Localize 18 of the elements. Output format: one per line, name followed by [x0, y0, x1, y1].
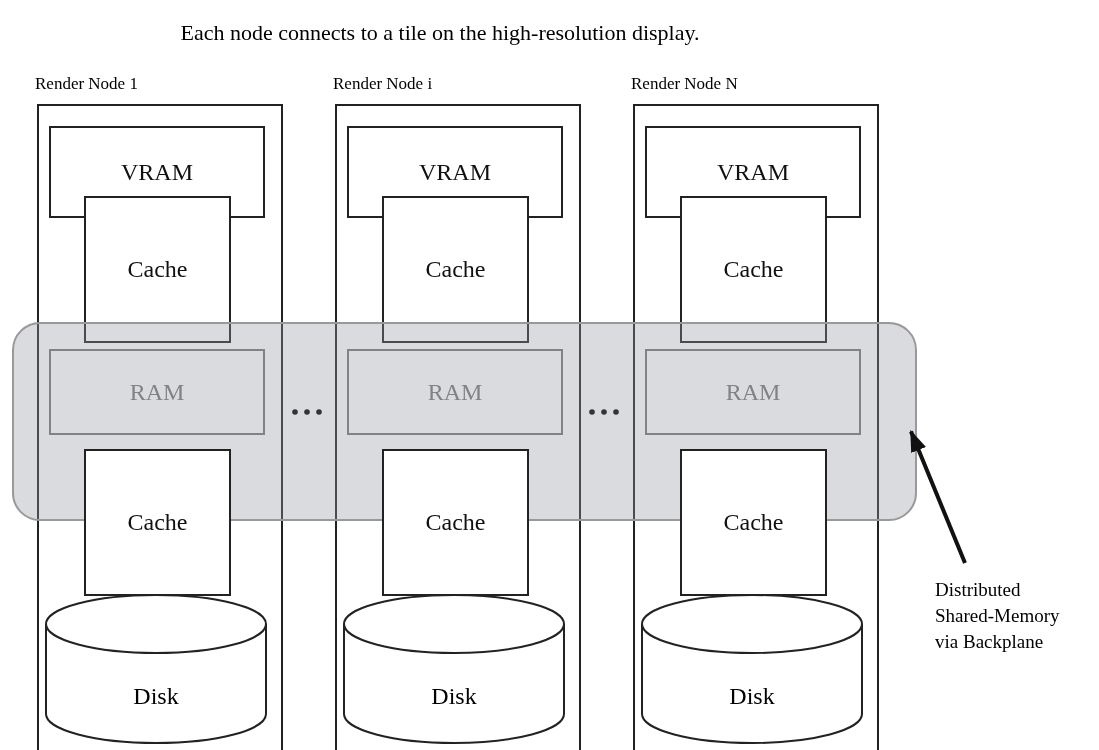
- disk-label: Disk: [430, 683, 478, 710]
- memory-box: RAM: [347, 349, 563, 435]
- memory-box: RAM: [49, 349, 265, 435]
- title-text: Each node connects to a tile on the high-resolution display.: [179, 20, 701, 47]
- cache-box: Cache: [382, 449, 529, 596]
- cache-box: Cache: [382, 196, 529, 343]
- node-heading: Render Node i: [333, 74, 433, 94]
- memory-box: RAM: [645, 349, 861, 435]
- callout-text: Distributed Shared-Memory via Backplane: [935, 577, 1080, 667]
- cache-box: Cache: [84, 196, 231, 343]
- arrow: [909, 429, 967, 564]
- cache-box: Cache: [84, 449, 231, 596]
- cache-box: Cache: [680, 449, 827, 596]
- node-heading: Render Node 1: [35, 74, 138, 94]
- disk-label: Disk: [132, 683, 180, 710]
- node-heading: Render Node N: [631, 74, 738, 94]
- cache-box: Cache: [680, 196, 827, 343]
- disk-label: Disk: [728, 683, 776, 710]
